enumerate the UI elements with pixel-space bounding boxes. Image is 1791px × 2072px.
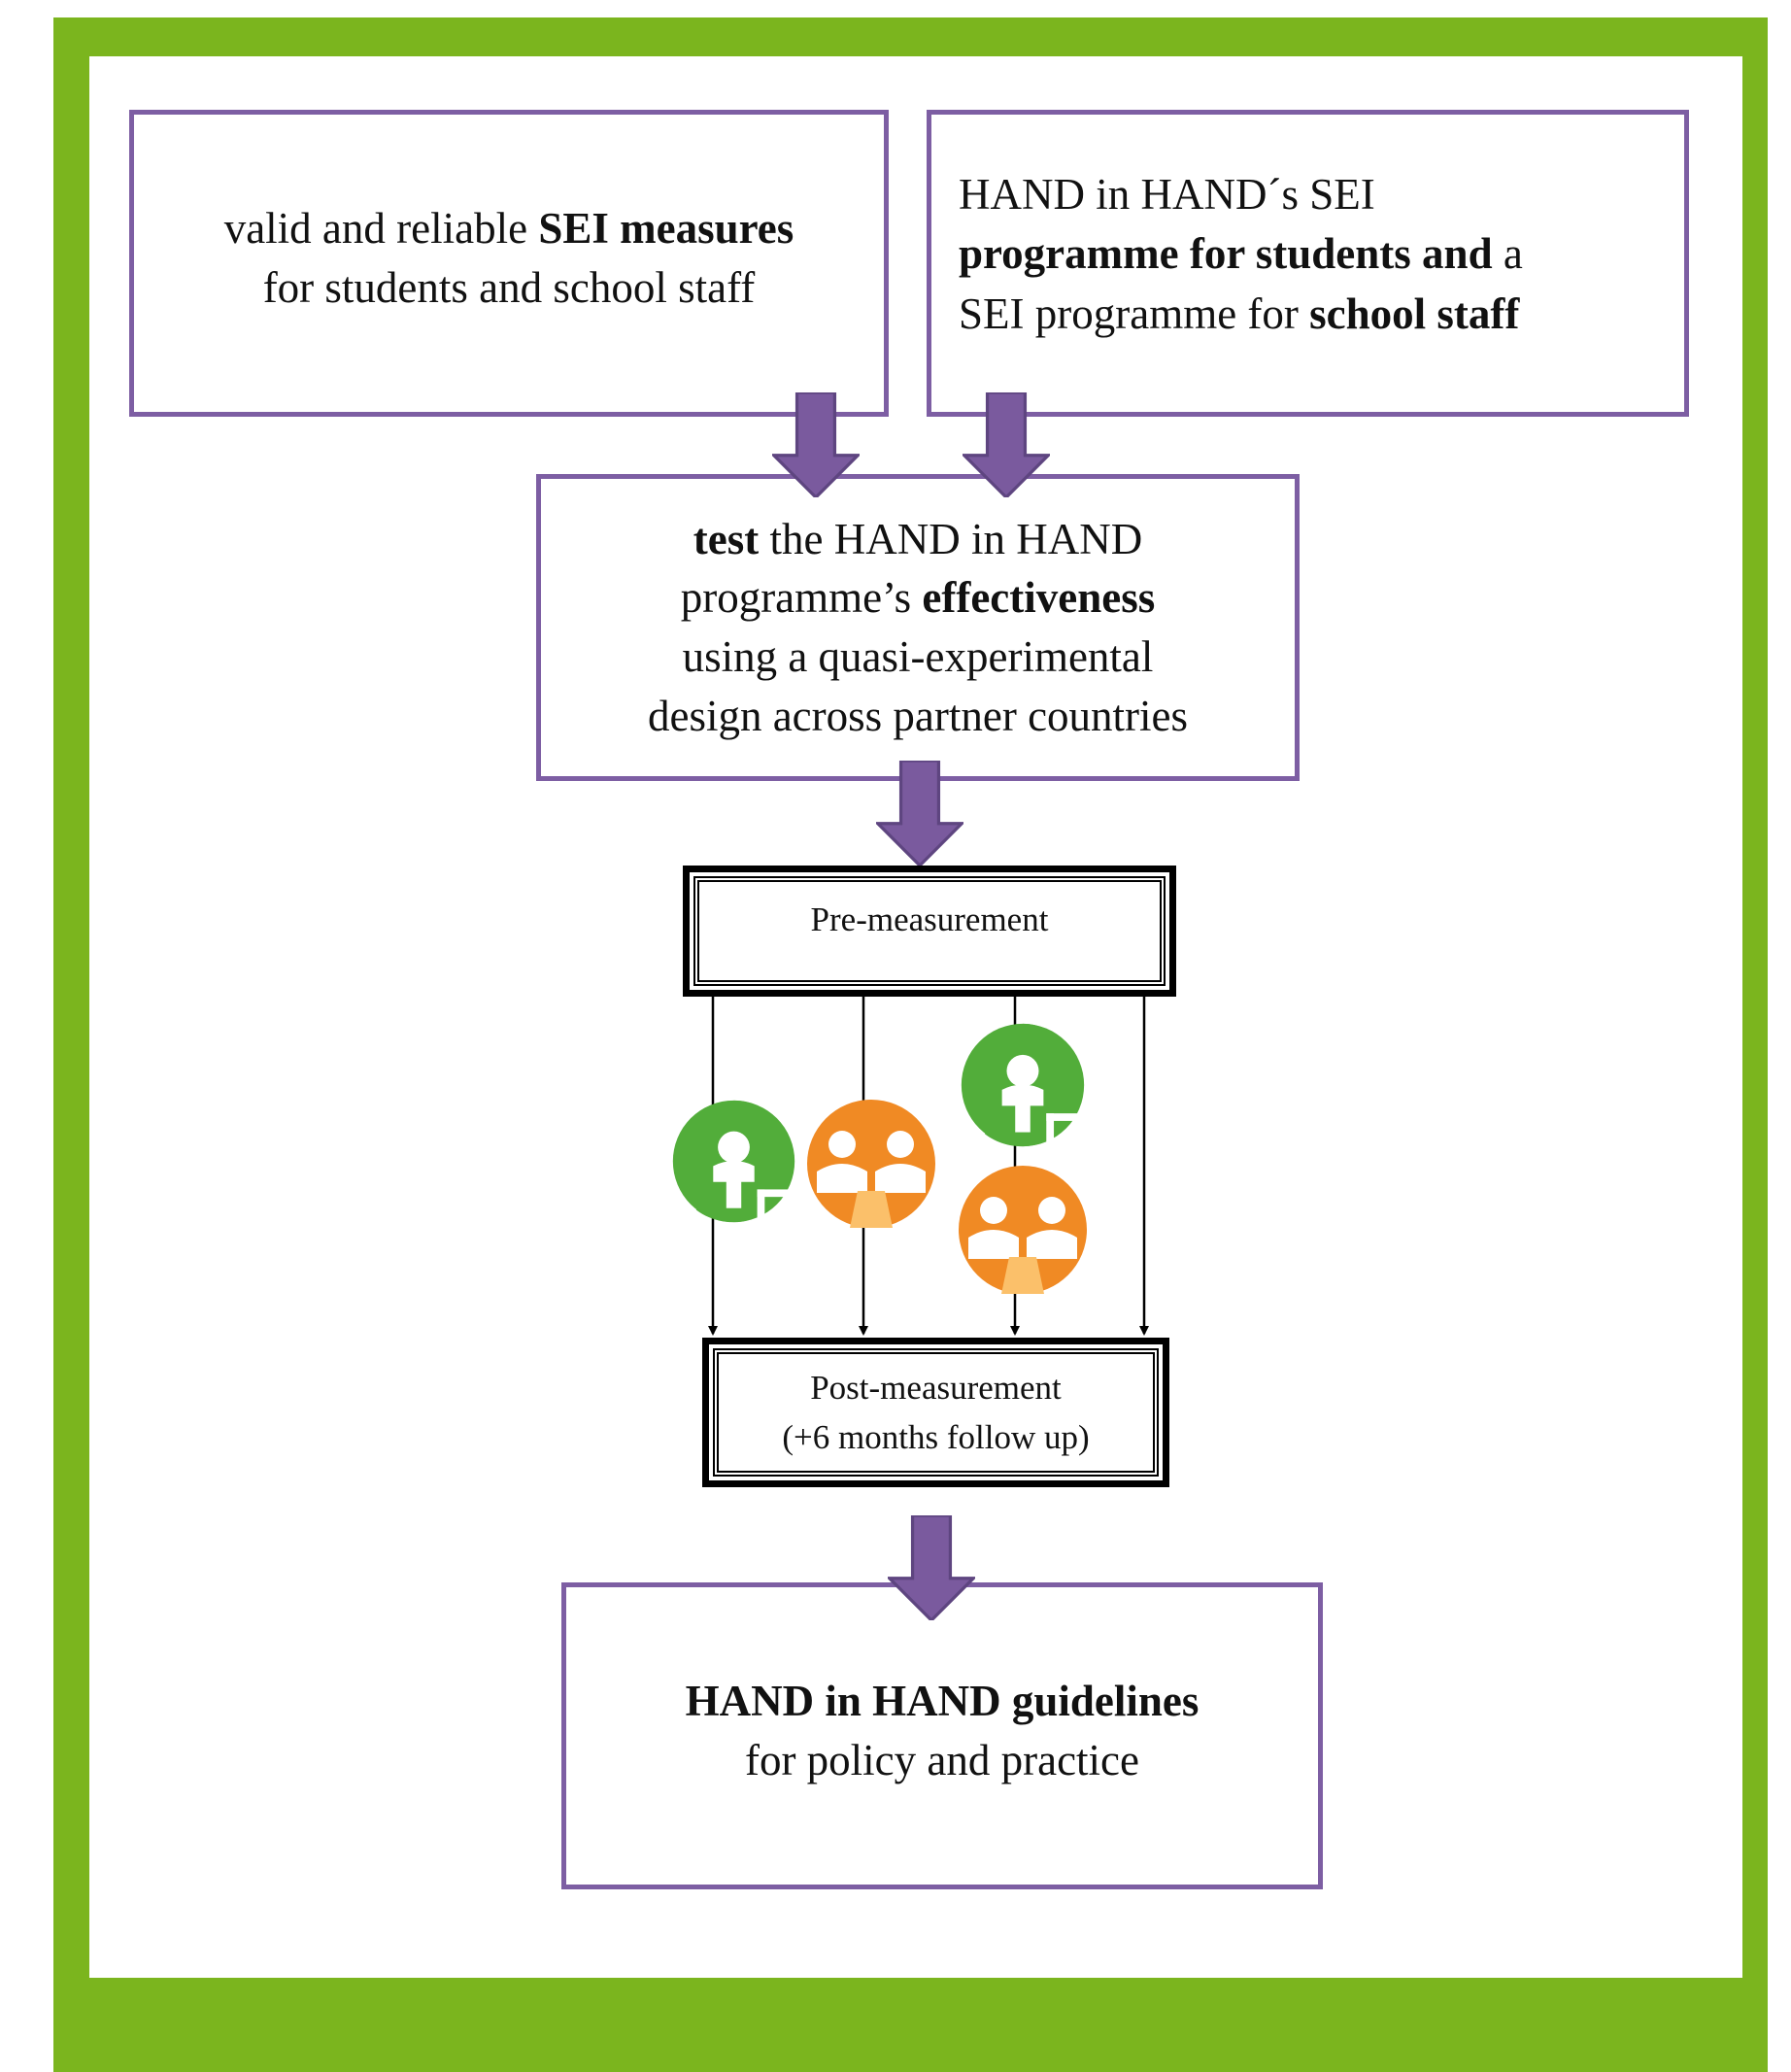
test-effectiveness-box: test the HAND in HAND programme’s effect… xyxy=(536,474,1300,781)
post-measurement-box: Post-measurement (+6 months follow up) xyxy=(702,1338,1169,1487)
sei-programme-box: HAND in HAND´s SEI programme for student… xyxy=(927,110,1689,417)
post-measurement-label: Post-measurement xyxy=(810,1369,1062,1407)
green-person-icon xyxy=(672,1100,795,1224)
test-line4: design across partner countries xyxy=(647,691,1189,740)
arrow-post-to-guidelines xyxy=(888,1515,975,1620)
arrow-programme-to-test xyxy=(963,392,1050,497)
test-line1: test the HAND in HAND xyxy=(693,514,1143,563)
green-person-icon xyxy=(961,1023,1085,1148)
orange-group-icon xyxy=(959,1166,1087,1294)
sei-programme-line3: SEI programme for school staff xyxy=(959,289,1520,338)
guidelines-title: HAND in HAND guidelines xyxy=(685,1676,1200,1725)
sei-measures-line1: valid and reliable SEI measures xyxy=(223,203,794,253)
test-line3: using a quasi-experimental xyxy=(682,632,1154,681)
sei-measures-box: valid and reliable SEI measures for stud… xyxy=(129,110,889,417)
post-measurement-followup: (+6 months follow up) xyxy=(782,1417,1090,1456)
guidelines-box: HAND in HAND guidelines for policy and p… xyxy=(561,1582,1323,1889)
sei-programme-line2: programme for students and a xyxy=(959,229,1523,279)
pre-measurement-label: Pre-measurement xyxy=(810,900,1049,938)
sei-measures-line2: for students and school staff xyxy=(262,263,756,312)
arrow-test-to-pre xyxy=(876,761,963,866)
guidelines-subtitle: for policy and practice xyxy=(744,1736,1140,1784)
orange-group-icon xyxy=(807,1100,935,1228)
test-line2: programme’s effectiveness xyxy=(680,573,1156,623)
arrow-measures-to-test xyxy=(772,392,860,497)
sei-programme-line1: HAND in HAND´s SEI xyxy=(959,170,1375,220)
pre-measurement-box: Pre-measurement xyxy=(683,866,1176,997)
